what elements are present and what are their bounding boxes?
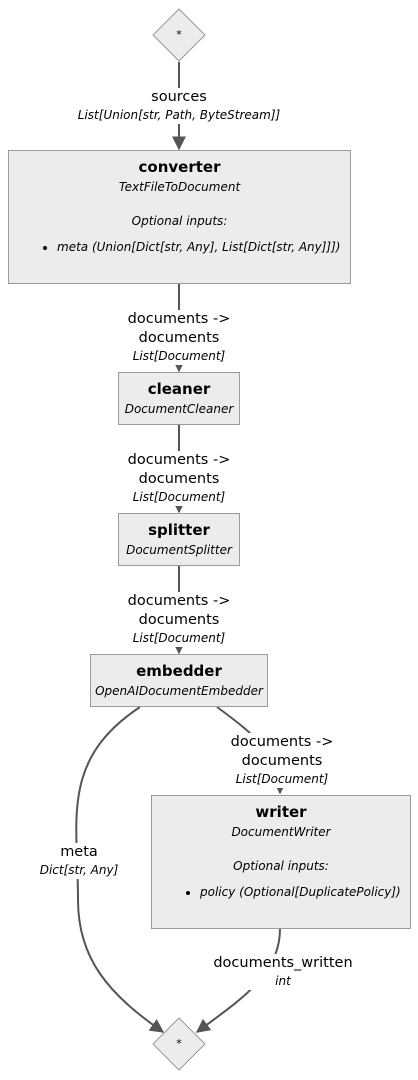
optional-input-item: policy (Optional[DuplicatePolicy]) — [200, 885, 410, 899]
node-class: DocumentWriter — [231, 825, 331, 839]
optional-input-item: meta (Union[Dict[str, Any], List[Dict[st… — [57, 240, 350, 254]
node-title: embedder — [136, 662, 222, 680]
edge-label-splitter-embedder: documents -> documents List[Document] — [85, 592, 273, 647]
node-class: DocumentSplitter — [126, 543, 232, 557]
optional-inputs-list: meta (Union[Dict[str, Any], List[Dict[st… — [9, 240, 350, 254]
node-title: splitter — [148, 521, 210, 539]
end-node: * — [152, 1017, 206, 1071]
diamond-shape — [152, 1017, 206, 1071]
edge-label-cleaner-splitter: documents -> documents List[Document] — [85, 451, 273, 506]
node-title: cleaner — [147, 380, 211, 398]
edge-label-meta: meta Dict[str, Any] — [30, 843, 128, 879]
optional-inputs-list: policy (Optional[DuplicatePolicy]) — [152, 885, 410, 899]
edge-type: List[Document] — [235, 772, 329, 786]
edge-label-embedder-writer: documents -> documents List[Document] — [187, 733, 377, 788]
node-class: OpenAIDocumentEmbedder — [95, 684, 263, 698]
edge-type: List[Union[str, Path, ByteStream]] — [77, 108, 281, 122]
edge-type: List[Document] — [132, 490, 226, 504]
edge-label-documents-written: documents_written int — [205, 954, 361, 990]
edge-type: Dict[str, Any] — [39, 863, 119, 877]
node-title: converter — [138, 158, 221, 176]
node-splitter[interactable]: splitter DocumentSplitter — [118, 513, 240, 566]
start-node: * — [152, 8, 206, 62]
node-title: writer — [255, 803, 307, 821]
node-class: DocumentCleaner — [124, 402, 234, 416]
node-converter[interactable]: converter TextFileToDocument Optional in… — [8, 150, 351, 284]
node-cleaner[interactable]: cleaner DocumentCleaner — [118, 372, 240, 425]
edge-name: documents -> documents — [127, 593, 231, 628]
optional-inputs-header: Optional inputs: — [233, 859, 329, 873]
edge-name: documents_written — [213, 955, 353, 971]
edge-label-converter-cleaner: documents -> documents List[Document] — [85, 310, 273, 365]
edge-type: int — [275, 974, 291, 988]
edge-name: documents -> documents — [230, 734, 334, 769]
start-node-label: * — [176, 28, 182, 41]
node-embedder[interactable]: embedder OpenAIDocumentEmbedder — [90, 654, 268, 707]
diamond-shape — [152, 8, 206, 62]
edge-type: List[Document] — [132, 349, 226, 363]
edge-name: documents -> documents — [127, 311, 231, 346]
edge-name: documents -> documents — [127, 452, 231, 487]
edge-meta — [75, 706, 165, 1033]
edge-label-sources: sources List[Union[str, Path, ByteStream… — [69, 88, 289, 124]
edge-name: sources — [151, 89, 207, 105]
node-writer[interactable]: writer DocumentWriter Optional inputs: p… — [151, 795, 411, 929]
node-class: TextFileToDocument — [118, 180, 241, 194]
end-node-label: * — [176, 1037, 182, 1050]
optional-inputs-header: Optional inputs: — [131, 214, 228, 228]
edge-name: meta — [60, 844, 98, 860]
edge-type: List[Document] — [132, 631, 226, 645]
